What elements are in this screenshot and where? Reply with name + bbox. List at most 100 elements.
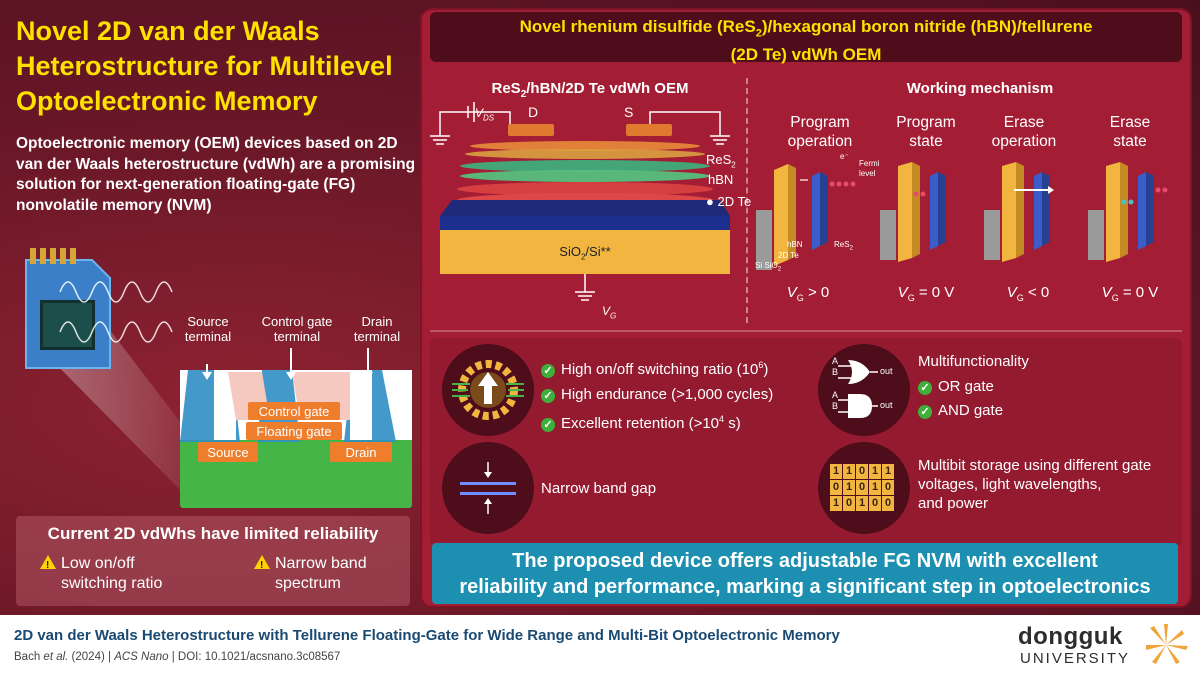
divider-horizontal [430,330,1182,332]
substrate-text: SiO [559,244,581,259]
multifunctionality-list: Multifunctionality ✓OR gate ✓AND gate [918,350,1029,424]
multibit-line: voltages, light wavelengths, [918,476,1102,493]
band-program-state [880,162,946,262]
title-part: )/hexagonal boron nitride (hBN)/telluren… [761,17,1093,36]
performance-item: ✓Excellent retention (>104 s) [541,407,773,437]
source-label: Source [207,445,249,460]
bit-cell: 0 [869,496,881,511]
limitation-line: Narrow band [275,555,367,572]
d-label: D [528,104,539,120]
control-gate-terminal-label: Control gate terminal [248,314,346,344]
substrate-sub: 2 [580,252,586,262]
cite-part: (2024) | [68,651,115,663]
right-title: Novel rhenium disulfide (ReS2)/hexagonal… [430,16,1182,65]
sio2-sub: 2 [777,266,782,273]
substrate-suffix: /Si** [585,244,611,259]
source-electrode [626,124,672,136]
title-sub: 2 [755,27,762,40]
conclusion-banner: The proposed device offers adjustable FG… [432,543,1178,604]
mech-line: operation [991,133,1057,150]
logic-gate-icon [818,344,910,436]
floating-gate-block [246,422,342,440]
hbn-layer [460,160,710,182]
bit-cell: 0 [882,480,894,495]
logic-gates-icon [838,360,878,418]
university-logo-icon [1146,624,1188,664]
band-gap-icon [442,442,534,534]
features-box [430,338,1182,546]
te-label: ● 2D Te [706,194,752,209]
vg-v: V [1006,284,1017,301]
mechanism-label: Program state [876,113,976,151]
fg-memory-illustration [25,248,412,508]
multifunction-item: ✓AND gate [918,399,1029,424]
vg-cond: = 0 V [1118,284,1159,301]
res2-text: ReS [706,152,732,167]
cite-doi: | DOI: 10.1021/acsnano.3c08567 [168,651,341,663]
check-icon: ✓ [541,418,555,432]
footer [0,615,1200,675]
mech-line: operation [787,133,853,150]
perf-sup: 4 [719,414,725,424]
citation: Bach et al. (2024) | ACS Nano | DOI: 10.… [14,651,340,663]
vg-cond: < 0 [1023,284,1050,301]
band-program-operation [756,164,856,270]
res2-sub: 2 [731,160,736,170]
right-panel [420,8,1192,608]
label-line: terminal [353,329,401,344]
mech-line: Erase [1003,114,1045,131]
vg-cond: > 0 [803,284,830,301]
memory-card-icon [25,248,111,369]
vg-sub: G [796,293,804,303]
performance-item: ✓High endurance (>1,000 cycles) [541,383,773,408]
source-block [198,442,258,462]
device-title-part: ReS [491,80,521,97]
multifunctionality-title: Multifunctionality [918,353,1029,370]
drain-terminal-label: Drain terminal [344,314,410,344]
limitation-line: Low on/off [61,555,135,572]
gate-input: A [832,390,839,400]
light-wave [59,281,173,303]
control-gate-block [248,402,340,420]
vg-text: V [602,304,611,318]
and-gate-output: out [880,400,893,410]
device-title: ReS2/hBN/2D Te vdWh OEM [440,80,740,100]
perf-sup: 6 [758,360,764,370]
band-res2-label: ReS2 [834,240,853,252]
fg-memory-diagram: Source terminal Control gate terminal Dr… [0,220,420,520]
label-line: Control gate [261,314,333,329]
substrate-body [440,230,730,274]
vg-gate-label: VG [602,304,616,320]
vg-condition: VG = 0 V [1080,284,1180,303]
check-icon: ✓ [541,364,555,378]
check-icon: ✓ [541,388,555,403]
drain-electrode [508,124,554,136]
mf-text: AND gate [938,402,1004,419]
res2-layer [465,141,705,159]
fermi-line: Fermi [859,159,880,168]
limitation-line: spectrum [275,575,341,592]
electron-label: e⁻ [840,152,849,161]
device-title-sub: 2 [520,89,527,100]
device-stack-illustration [430,102,730,301]
band-si-label: Si SiO2 [755,261,781,273]
limitation-line: switching ratio [61,575,163,592]
vds-sub: DS [483,113,495,123]
or-gate-inputs: A B [832,356,838,378]
bit-cell: 1 [869,480,881,495]
si-text: Si [755,261,763,270]
drain-label: Drain [345,445,377,460]
vg-sub: G [610,311,617,321]
battery-icon [467,102,475,122]
band-erase-state [1088,162,1168,262]
s-label: S [624,104,634,120]
band-te-label: 2D Te [778,251,799,260]
gear-arrow-icon [452,360,524,420]
mf-text: OR gate [938,377,994,395]
vg-cond: = 0 V [914,284,955,301]
drain-block [330,442,392,462]
fermi-label: Fermi level [859,159,879,179]
bit-cell: 0 [882,496,894,511]
performance-item: ✓High on/off switching ratio (106) [541,353,773,383]
label-line: Source [187,314,229,329]
